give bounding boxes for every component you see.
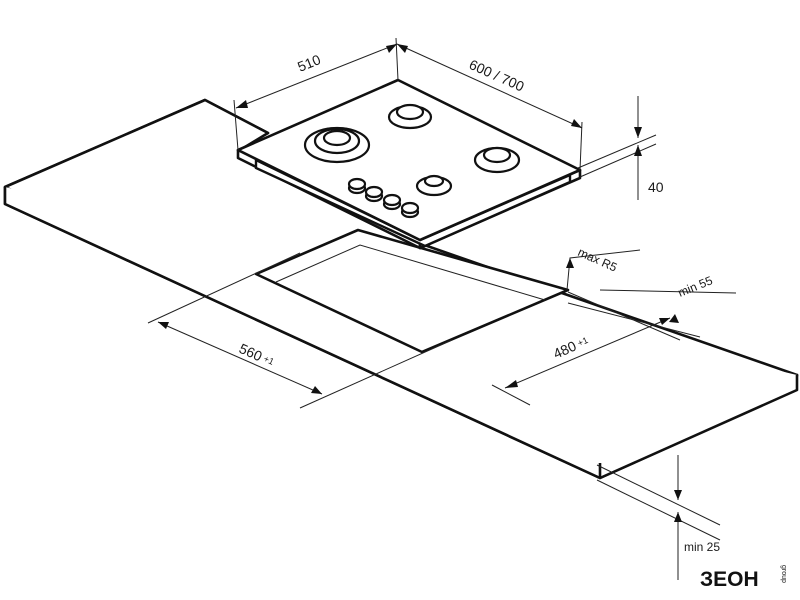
knob: [400, 201, 420, 219]
control-knobs: [347, 177, 420, 219]
burner-large: [303, 126, 371, 164]
burner-rear: [387, 103, 433, 130]
cutout-opening: [254, 228, 570, 354]
knob: [347, 177, 367, 195]
label-worktop-thickness: min 25: [684, 540, 720, 554]
logo-text: ЗЕОН: [700, 568, 759, 591]
label-hob-height: 40: [648, 179, 664, 195]
label-hob-depth: 510: [295, 51, 323, 75]
dimension-lines: [147, 37, 737, 580]
logo-subtext: group: [780, 565, 787, 583]
brand-logo: ЗЕОН group: [700, 565, 787, 591]
label-cutout-radius: max R5: [576, 245, 620, 275]
worktop-cutout: [254, 228, 570, 354]
knob: [364, 185, 384, 203]
label-edge-gap: min 55: [676, 273, 715, 300]
burner-small: [415, 174, 453, 197]
burner-right: [473, 146, 521, 174]
dimension-arrows: [158, 44, 682, 522]
knob: [382, 193, 402, 211]
gas-hob: [236, 78, 582, 250]
